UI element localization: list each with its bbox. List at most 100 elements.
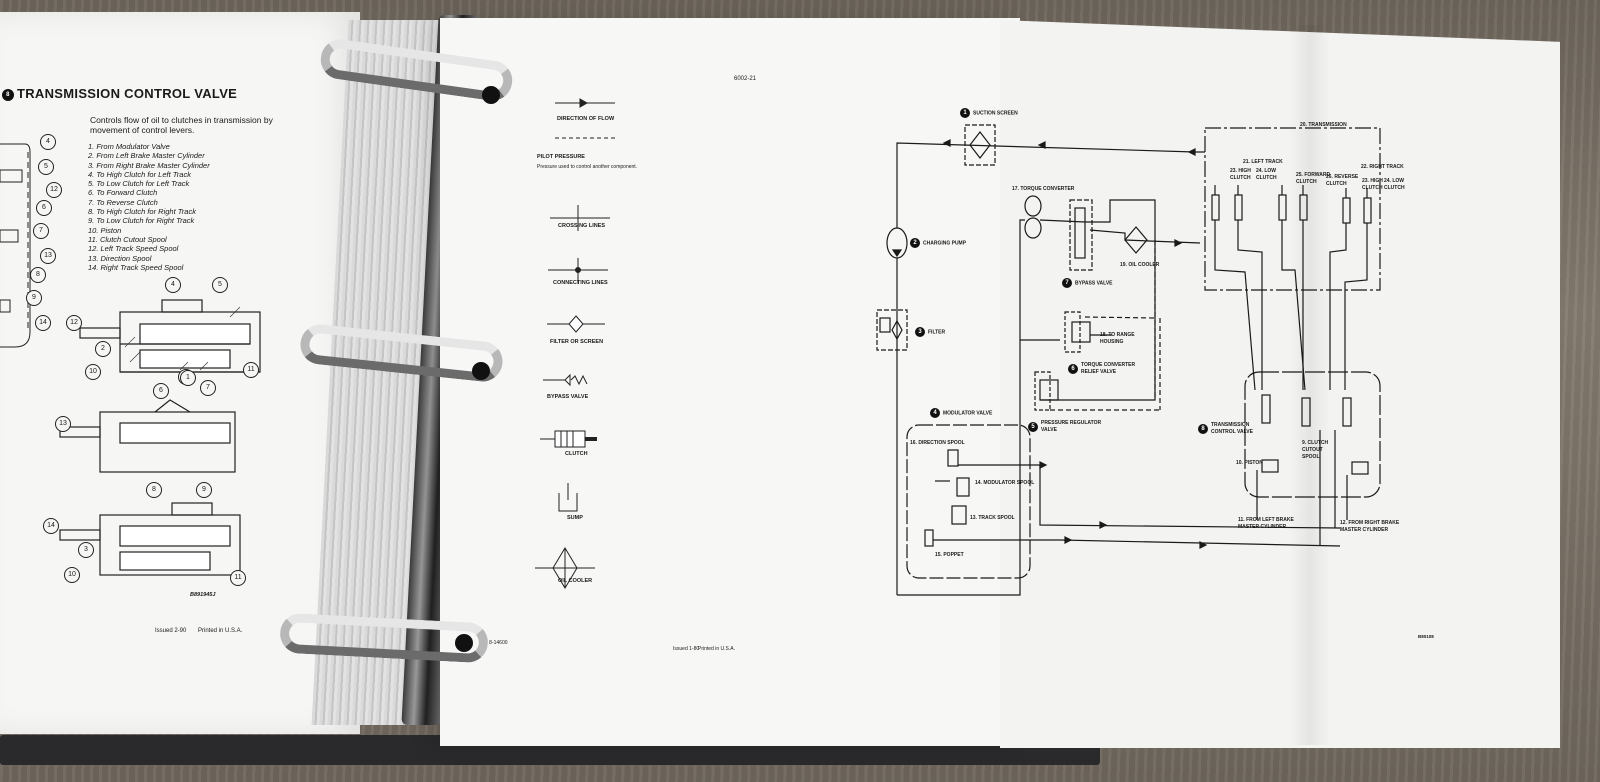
symbol-label-crossing-lines: CROSSING LINES <box>558 223 606 229</box>
description-line: Controls flow of oil to clutches in tran… <box>90 115 273 125</box>
label-text: HOUSING <box>1100 339 1124 345</box>
legend-item: 10. Piston <box>88 225 122 235</box>
symbol-label-filter-or-screen: FILTER OR SCREEN <box>550 339 604 345</box>
issued-date: Issued 2-90 <box>155 628 187 634</box>
legend-item: 8. To High Clutch for Right Track <box>88 207 196 217</box>
symbol-label-connecting-lines: CONNECTING LINES <box>553 280 608 286</box>
label-piston: 10. PISTON <box>1236 460 1263 466</box>
label-text: 12. FROM RIGHT BRAKE <box>1340 520 1400 526</box>
callout-circle: 13 <box>40 248 56 264</box>
label-text: CLUTCH <box>1362 185 1383 191</box>
callout-badge: 7 <box>1062 278 1072 288</box>
punch-hole <box>482 86 500 104</box>
callout-circle: 4 <box>40 134 56 150</box>
label-text: MODULATOR VALVE <box>943 410 993 417</box>
label-text: 25. FORWARD <box>1296 172 1331 178</box>
label-text: CLUTCH <box>1384 185 1405 191</box>
callout-badge: 2 <box>910 238 920 248</box>
callout-circle: 14 <box>43 518 59 534</box>
section-title-text: TRANSMISSION CONTROL VALVE <box>17 86 238 101</box>
label-text: FILTER <box>928 329 946 336</box>
symbol-label-oil-cooler: OIL COOLER <box>558 578 593 584</box>
legend-item: 9. To Low Clutch for Right Track <box>88 216 195 226</box>
label-text: CONTROL VALVE <box>1211 429 1253 435</box>
legend-item: 4. To High Clutch for Left Track <box>88 169 191 179</box>
callout-badge: 3 <box>915 327 925 337</box>
legend-item: 14. Right Track Speed Spool <box>88 262 184 272</box>
fold-crease <box>1290 25 1330 745</box>
label-direction-spool: 16. DIRECTION SPOOL <box>910 440 965 446</box>
label-text: 11. FROM LEFT BRAKE <box>1238 517 1294 523</box>
symbol-label-direction-of-flow: DIRECTION OF FLOW <box>557 116 615 122</box>
callout-badge: 6 <box>1068 364 1078 374</box>
label-text: CLUTCH <box>1256 175 1277 181</box>
callout-circle: 6 <box>153 383 169 399</box>
callout-circle: 8 <box>146 482 162 498</box>
label-text: CHARGING PUMP <box>923 240 967 247</box>
callout-circle: 10 <box>64 567 80 583</box>
section-number-badge: 8 <box>2 88 14 101</box>
symbol-legend-drawings <box>535 98 615 589</box>
description-line: movement of control levers. <box>90 125 195 135</box>
parts-legend: 1. From Modulator Valve 2. From Left Bra… <box>88 142 210 272</box>
callout-circle: 5 <box>38 159 54 175</box>
symbol-label-pilot-pressure: PILOT PRESSURE <box>537 154 585 160</box>
callout-circle: 2 <box>95 341 111 357</box>
callout-circle: 12 <box>66 315 82 331</box>
page-code: 6002-21 <box>734 76 757 82</box>
label-text: MASTER CYLINDER <box>1340 527 1389 533</box>
label-text: CUTOUT <box>1302 447 1323 453</box>
callout-circle: 8 <box>30 267 46 283</box>
right-page: 6002-21 DIRECTION OF FLOW PILOT PRESSURE… <box>440 18 1020 746</box>
callout-badge: 1 <box>960 108 970 118</box>
callout-circle: 9 <box>26 290 42 306</box>
label-text: RELIEF VALVE <box>1081 369 1117 375</box>
callout-circle: 6 <box>36 200 52 216</box>
legend-item: 1. From Modulator Valve <box>88 142 170 151</box>
label-text: TORQUE CONVERTER <box>1081 362 1136 368</box>
label-transmission: 20. TRANSMISSION <box>1300 122 1347 128</box>
callout-badge: 5 <box>1028 422 1038 432</box>
callout-circle: 7 <box>200 380 216 396</box>
label-modulator-spool: 14. MODULATOR SPOOL <box>975 480 1035 486</box>
legend-item: 11. Clutch Cutout Spool <box>88 234 167 244</box>
label-poppet: 15. POPPET <box>935 552 964 558</box>
symbol-sublabel-pilot-pressure: Pressure used to control another compone… <box>537 164 638 170</box>
legend-item: 7. To Reverse Clutch <box>88 197 158 207</box>
foldout-page <box>1000 20 1560 748</box>
legend-item: 2. From Left Brake Master Cylinder <box>88 151 205 161</box>
symbol-label-clutch: CLUTCH <box>565 451 588 457</box>
callout-circle: 10 <box>85 364 101 380</box>
label-text: BYPASS VALVE <box>1075 280 1113 287</box>
legend-item: 12. Left Track Speed Spool <box>88 244 179 254</box>
label-text: CLUTCH <box>1326 181 1347 187</box>
printed-in: Printed in U.S.A. <box>198 628 243 634</box>
callout-circle: 11 <box>230 570 246 586</box>
legend-item: 13. Direction Spool <box>88 253 152 263</box>
label-text: 23. HIGH <box>1230 168 1251 174</box>
legend-item: 6. To Forward Clutch <box>88 188 158 198</box>
callout-circle: 9 <box>196 482 212 498</box>
schematic-figure-code: B80108 <box>1418 634 1434 639</box>
label-text: 24. LOW <box>1384 178 1405 184</box>
issued-date: Issued 1-80 <box>673 646 700 652</box>
label-text: 18. TO RANGE <box>1100 332 1135 338</box>
